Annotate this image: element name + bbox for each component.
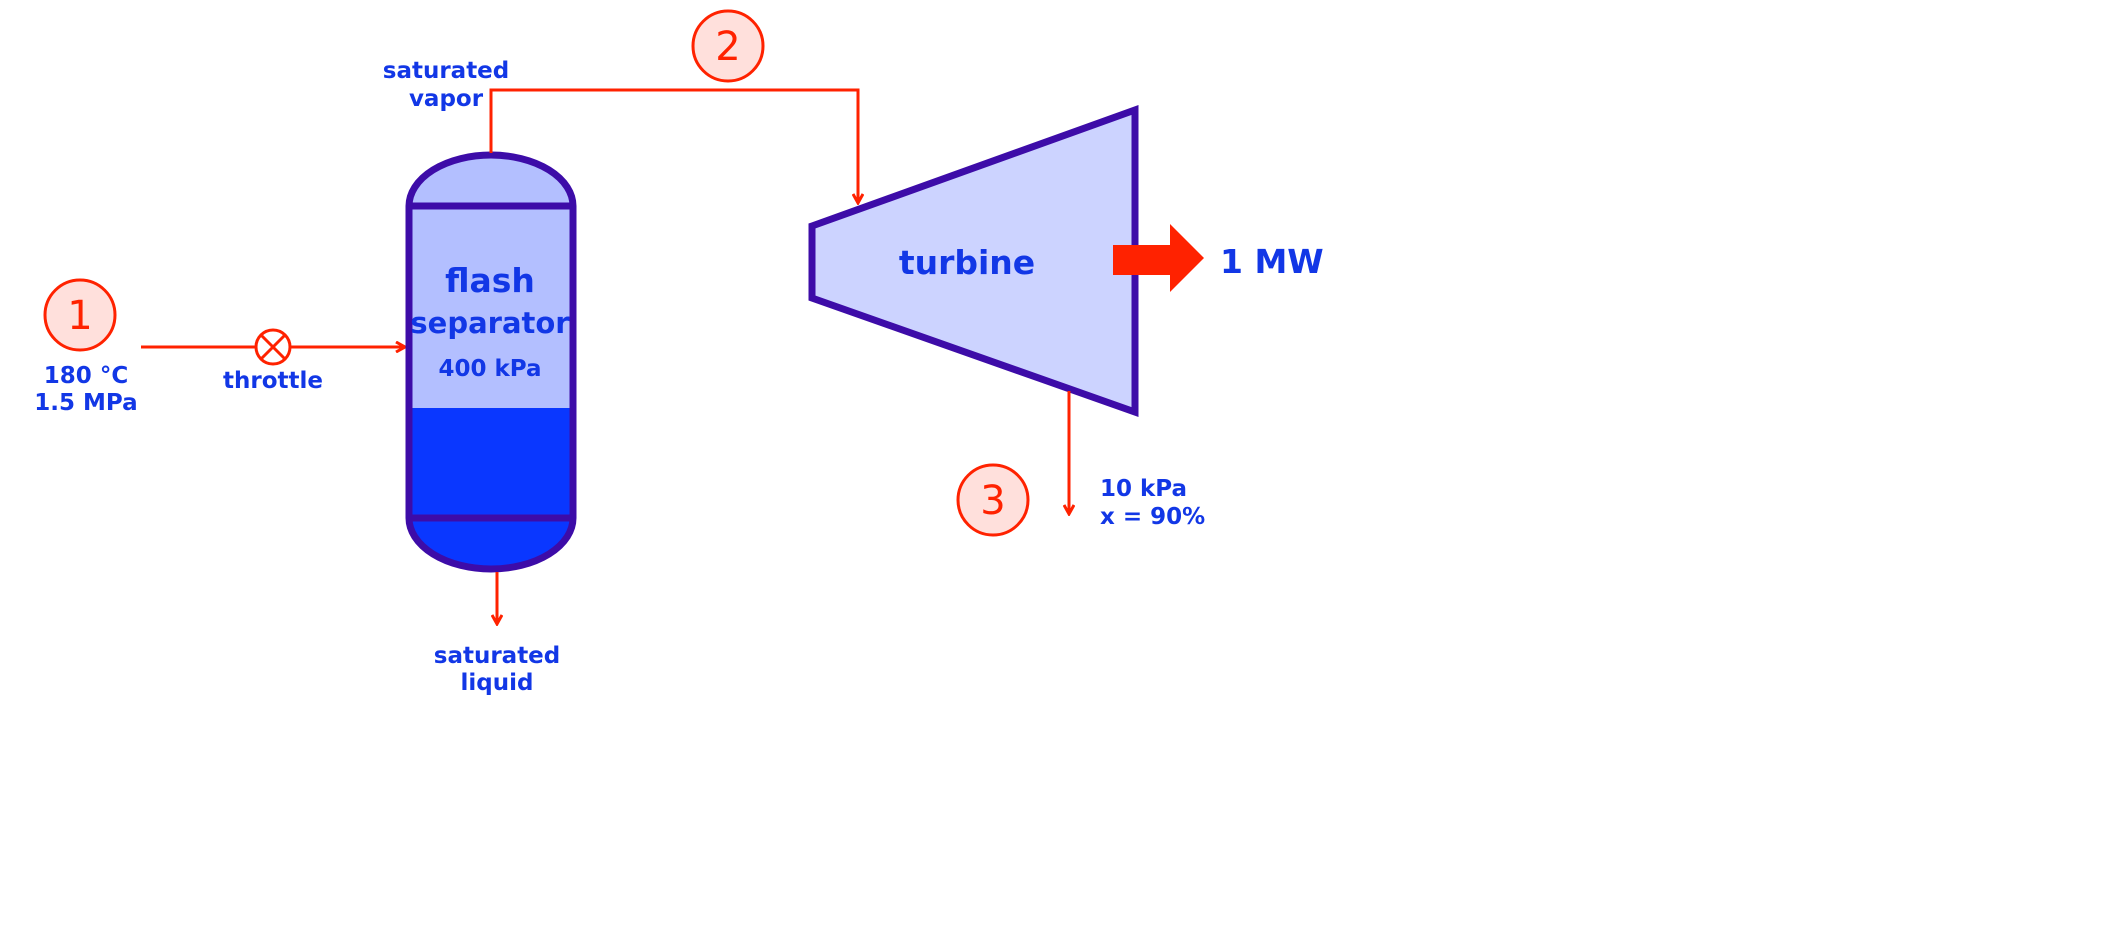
separator-title-line1: flash bbox=[445, 261, 535, 300]
saturated-vapor-label-line1: saturated bbox=[383, 58, 510, 84]
flash-separator bbox=[405, 151, 577, 573]
throttle-label: throttle bbox=[223, 368, 323, 394]
state-3-circle bbox=[956, 463, 1030, 537]
saturated-vapor-label-line2: vapor bbox=[409, 86, 484, 112]
state-1-circle bbox=[43, 278, 117, 352]
separator-title-line2: separator bbox=[410, 306, 570, 340]
power-output-value: 1 MW bbox=[1220, 242, 1324, 281]
vapor-line bbox=[489, 88, 858, 203]
throttle-valve-icon bbox=[254, 328, 292, 366]
state-3-marker: 3 bbox=[956, 463, 1030, 537]
state-2-marker: 2 bbox=[691, 9, 765, 83]
turbine-label: turbine bbox=[899, 243, 1035, 282]
saturated-liquid-label-line1: saturated bbox=[434, 643, 561, 669]
turbine-body bbox=[808, 105, 1139, 417]
state-2-number: 2 bbox=[715, 24, 740, 70]
power-output-arrow-icon bbox=[1113, 224, 1204, 292]
state-3-quality: x = 90% bbox=[1100, 504, 1205, 530]
state-3-pressure: 10 kPa bbox=[1100, 476, 1187, 502]
separator-pressure: 400 kPa bbox=[438, 356, 541, 382]
state-1-pressure: 1.5 MPa bbox=[34, 390, 137, 416]
state-1-marker: 1 bbox=[43, 278, 117, 352]
separator-liquid-space bbox=[409, 408, 573, 569]
separator-vapor-space bbox=[409, 155, 573, 408]
saturated-liquid-label-line2: liquid bbox=[461, 670, 534, 696]
state-2-circle bbox=[691, 9, 765, 83]
state-1-number: 1 bbox=[67, 293, 92, 339]
state-1-temperature: 180 °C bbox=[44, 363, 128, 389]
state-3-number: 3 bbox=[980, 478, 1005, 524]
